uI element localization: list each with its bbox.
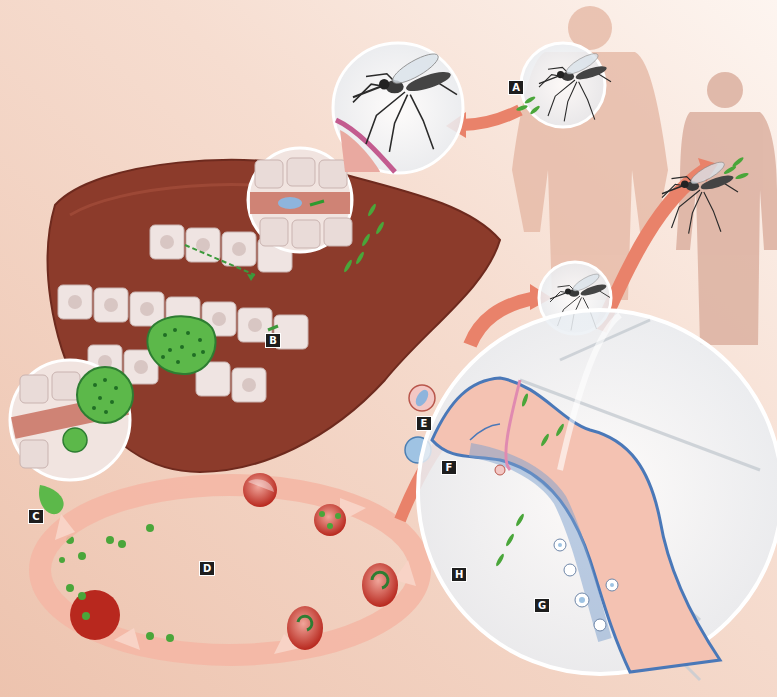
callout-number: F xyxy=(441,460,457,475)
callout-number: B xyxy=(265,333,281,348)
callout-number: H xyxy=(451,567,467,582)
callout-number: A xyxy=(508,80,524,95)
callout-number: D xyxy=(199,561,215,576)
callout-number: G xyxy=(534,598,550,613)
callout-number: E xyxy=(416,416,432,431)
callout-number: C xyxy=(28,509,44,524)
